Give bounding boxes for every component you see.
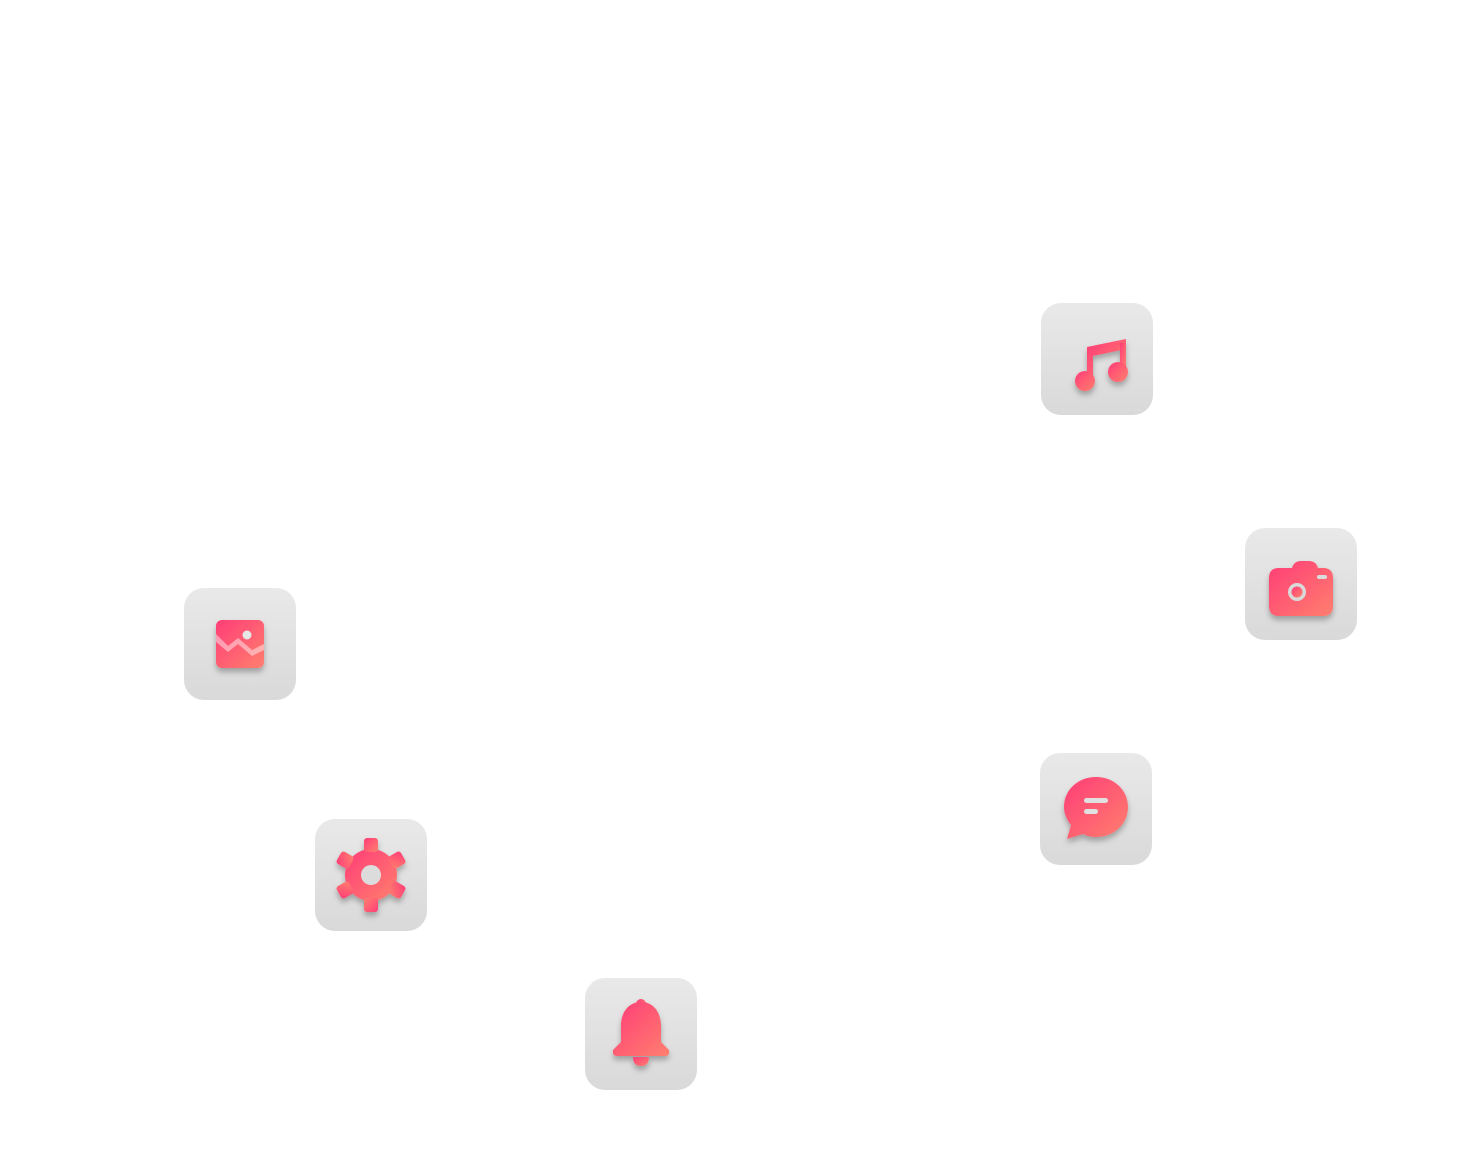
gallery-app-button[interactable] xyxy=(184,588,296,700)
camera-app-button[interactable] xyxy=(1245,528,1357,640)
chat-app-button[interactable] xyxy=(1040,753,1152,865)
notifications-app-button[interactable] xyxy=(585,978,697,1090)
music-app-button[interactable] xyxy=(1041,303,1153,415)
music-note-icon xyxy=(1057,319,1137,399)
camera-icon xyxy=(1261,544,1341,624)
image-icon xyxy=(200,604,280,684)
settings-app-button[interactable] xyxy=(315,819,427,931)
chat-bubble-icon xyxy=(1056,769,1136,849)
bell-icon xyxy=(601,994,681,1074)
gear-icon xyxy=(331,835,411,915)
